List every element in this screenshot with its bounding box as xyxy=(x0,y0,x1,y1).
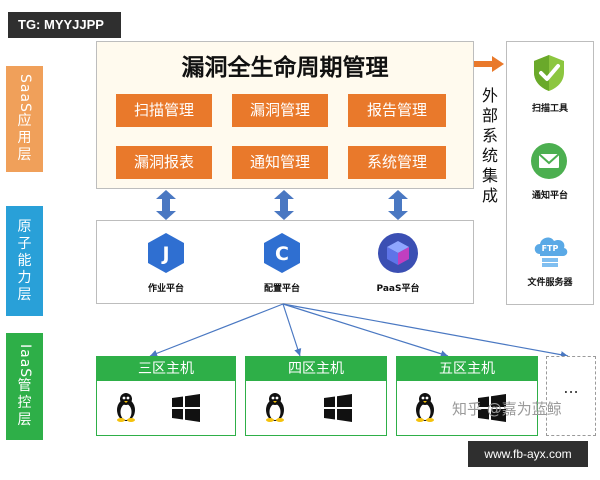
host-zone-5: 五区主机 xyxy=(396,356,538,436)
j-glyph: J xyxy=(160,243,169,265)
more-hosts-box xyxy=(546,356,596,436)
saas-layer-cjk-2: 层 xyxy=(17,146,32,163)
windows-icon xyxy=(324,394,352,422)
external-arrow-icon xyxy=(474,56,504,72)
module-report-management: 报告管理 xyxy=(348,94,446,127)
iaas-layer-latin: IaaS xyxy=(17,343,33,379)
saas-layer-cjk-0: 应 xyxy=(17,112,32,129)
external-integration-label: 外 部 系 统 集 成 xyxy=(479,86,501,206)
j-hexagon-icon: J xyxy=(148,233,184,273)
atom-layer-label: 原 子 能 力 层 xyxy=(6,206,43,316)
shield-check-icon xyxy=(534,55,564,91)
bottom-right-tag: www.fb-ayx.com xyxy=(468,441,588,467)
paas-platform-label: PaaS平台 xyxy=(376,284,420,294)
cube-icon xyxy=(378,233,418,273)
ftp-cloud-icon: FTP xyxy=(534,237,568,267)
host-zone-3: 三区主机 xyxy=(96,356,236,436)
file-server-label: 文件服务器 xyxy=(527,278,573,288)
iaas-layer-cjk-2: 层 xyxy=(17,412,32,429)
atom-layer-cjk-4: 层 xyxy=(17,286,32,303)
atom-layer-cjk-2: 能 xyxy=(17,252,32,269)
iaas-layer-cjk-0: 管 xyxy=(17,378,32,395)
config-platform-label: 配置平台 xyxy=(263,284,300,294)
host-zone-3-label: 三区主机 xyxy=(97,357,235,381)
linux-icon xyxy=(117,393,135,422)
atom-layer-cjk-3: 力 xyxy=(17,269,32,286)
saas-layer-label: SaaS 应 用 层 xyxy=(6,66,43,172)
scan-tool-label: 扫描工具 xyxy=(531,104,568,114)
module-scan-management: 扫描管理 xyxy=(116,94,212,127)
more-hosts-ellipsis: ... xyxy=(563,378,579,397)
external-char-2: 系 xyxy=(481,126,498,145)
connector-arrow-2-icon xyxy=(274,190,294,220)
linux-icon xyxy=(266,393,284,422)
external-char-4: 集 xyxy=(481,166,498,185)
host-zone-5-label: 五区主机 xyxy=(397,357,537,381)
external-char-3: 统 xyxy=(481,146,498,165)
atom-layer-cjk-1: 子 xyxy=(17,235,32,252)
mail-icon xyxy=(531,143,567,179)
iaas-layer-cjk-1: 控 xyxy=(17,395,32,412)
host-zone-4-label: 四区主机 xyxy=(246,357,386,381)
external-char-1: 部 xyxy=(481,106,498,125)
module-vuln-report: 漏洞报表 xyxy=(116,146,212,179)
c-glyph: C xyxy=(275,243,289,265)
saas-layer-latin: SaaS xyxy=(17,74,33,113)
saas-layer-cjk-1: 用 xyxy=(17,129,32,146)
top-left-tag: TG: MYYJJPP xyxy=(8,12,121,38)
windows-icon xyxy=(172,394,200,422)
module-system-management: 系统管理 xyxy=(348,146,446,179)
host-zone-4: 四区主机 xyxy=(245,356,387,436)
module-notify-management: 通知管理 xyxy=(232,146,328,179)
external-char-0: 外 xyxy=(481,86,498,105)
notify-platform-label: 通知平台 xyxy=(531,191,568,201)
external-char-5: 成 xyxy=(481,186,498,205)
job-platform-label: 作业平台 xyxy=(147,284,184,294)
watermark: 知乎 @嘉为蓝鲸 xyxy=(452,400,562,418)
connector-arrow-3-icon xyxy=(388,190,408,220)
iaas-layer-label: IaaS 管 控 层 xyxy=(6,333,43,440)
atom-layer-cjk-0: 原 xyxy=(17,218,32,235)
svg-text:FTP: FTP xyxy=(542,244,559,253)
linux-icon xyxy=(416,393,434,422)
windows-icon xyxy=(478,394,506,422)
saas-title: 漏洞全生命周期管理 xyxy=(181,55,389,81)
c-hexagon-icon: C xyxy=(264,233,300,273)
module-vuln-management: 漏洞管理 xyxy=(232,94,328,127)
connector-arrow-1-icon xyxy=(156,190,176,220)
